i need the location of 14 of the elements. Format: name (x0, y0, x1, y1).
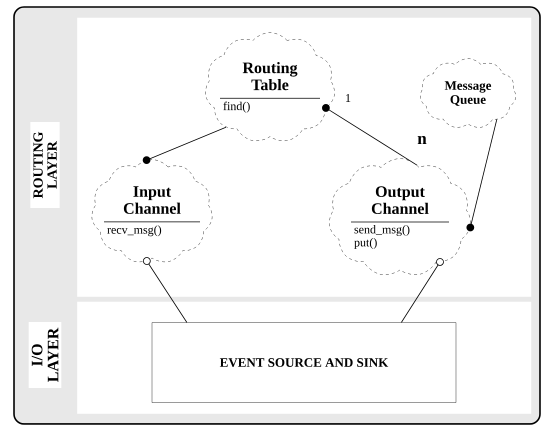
class-cloud: Message Queue (420, 58, 516, 128)
multiplicity-label: 1 (346, 94, 350, 102)
connector-line (466, 119, 498, 232)
connector-line (142, 126, 226, 164)
connector-line (401, 258, 444, 323)
connector-line (322, 104, 418, 166)
layer-label: ROUTING LAYER (30, 122, 60, 208)
process-box: EVENT SOURCE AND SINK (152, 322, 456, 403)
class-cloud: Input Channel recv_msg() (92, 159, 212, 262)
multiplicity-label: n (418, 136, 426, 144)
class-cloud: Routing Table find() (205, 32, 335, 141)
connector-line (142, 257, 188, 323)
layer-label: I/O LAYER (28, 322, 62, 388)
class-cloud: Output Channel send_msg() put() (329, 158, 471, 275)
